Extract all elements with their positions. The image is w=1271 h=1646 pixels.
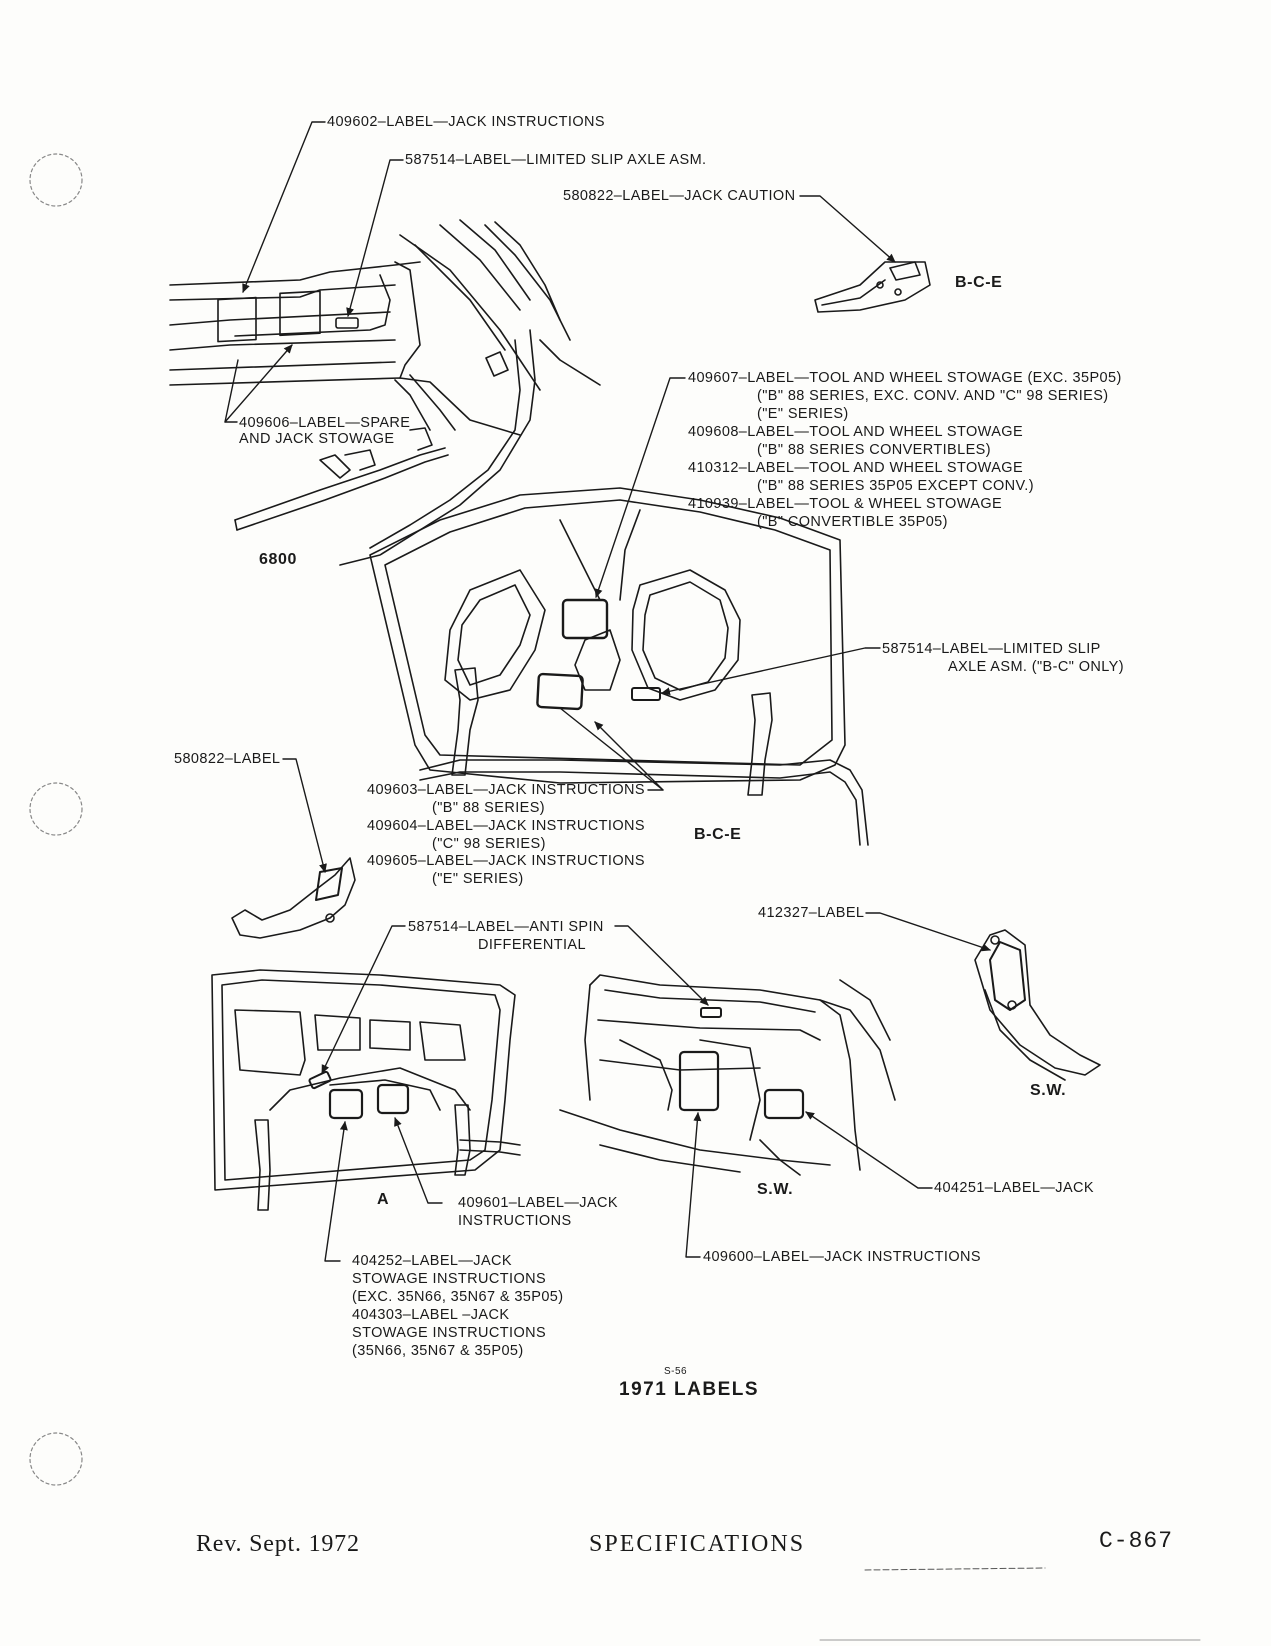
binder-holes xyxy=(29,153,83,1486)
jack-caution-part xyxy=(814,261,931,313)
callout-404252-line3: (EXC. 35N66, 35N67 & 35P05) xyxy=(352,1289,564,1305)
view-tag-bce-top: B-C-E xyxy=(955,274,1003,291)
callout-587514-anti-spin-line1: 587514–LABEL—ANTI SPIN xyxy=(408,919,604,935)
callout-580822: 580822–LABEL xyxy=(174,751,281,767)
callout-409606-line1: 409606–LABEL—SPARE xyxy=(239,415,411,431)
scan-marks xyxy=(819,1567,1201,1641)
leader-lines xyxy=(224,121,991,1262)
callout-404303-line2: STOWAGE INSTRUCTIONS xyxy=(352,1325,547,1341)
callout-587514-anti-spin-line2: DIFFERENTIAL xyxy=(478,937,586,953)
callout-409608-line2: ("B" 88 SERIES CONVERTIBLES) xyxy=(757,442,991,458)
footer-revision: Rev. Sept. 1972 xyxy=(196,1531,360,1557)
callout-409607-line3: ("E" SERIES) xyxy=(757,406,849,422)
view-tag-sw-mid: S.W. xyxy=(757,1181,794,1198)
callout-410312-line1: 410312–LABEL—TOOL AND WHEEL STOWAGE xyxy=(688,460,1024,476)
callout-587514-top: 587514–LABEL—LIMITED SLIP AXLE ASM. xyxy=(405,152,707,168)
callout-404252-line2: STOWAGE INSTRUCTIONS xyxy=(352,1271,547,1287)
callout-409602: 409602–LABEL—JACK INSTRUCTIONS xyxy=(327,114,605,130)
label-580822-part xyxy=(231,857,356,939)
callout-404303-line3: (35N66, 35N67 & 35P05) xyxy=(352,1343,524,1359)
callout-409604-line2: ("C" 98 SERIES) xyxy=(432,836,546,852)
callout-409600: 409600–LABEL—JACK INSTRUCTIONS xyxy=(703,1249,981,1265)
callout-409601-line1: 409601–LABEL—JACK xyxy=(458,1195,618,1211)
view-tag-a: A xyxy=(377,1191,390,1208)
callout-587514-mid-line2: AXLE ASM. ("B-C" ONLY) xyxy=(948,659,1124,675)
callout-409607-line2: ("B" 88 SERIES, EXC. CONV. AND "C" 98 SE… xyxy=(757,388,1109,404)
callout-587514-mid-line1: 587514–LABEL—LIMITED SLIP xyxy=(882,641,1101,657)
callout-409607-line1: 409607–LABEL—TOOL AND WHEEL STOWAGE (EXC… xyxy=(688,370,1122,386)
callout-404303-line1: 404303–LABEL –JACK xyxy=(352,1307,510,1323)
view-tag-6800: 6800 xyxy=(259,551,297,568)
callout-409608-line1: 409608–LABEL—TOOL AND WHEEL STOWAGE xyxy=(688,424,1024,440)
trunk-lid-bce xyxy=(369,487,869,846)
callout-410312-line2: ("B" 88 SERIES 35P05 EXCEPT CONV.) xyxy=(757,478,1034,494)
callout-409603-line1: 409603–LABEL—JACK INSTRUCTIONS xyxy=(367,782,645,798)
view-tag-bce-mid: B-C-E xyxy=(694,826,742,843)
figure-title: 1971 LABELS xyxy=(619,1379,760,1400)
callout-580822-caution: 580822–LABEL—JACK CAUTION xyxy=(563,188,796,204)
station-wagon-view xyxy=(559,974,896,1176)
callout-409605-line1: 409605–LABEL—JACK INSTRUCTIONS xyxy=(367,853,645,869)
callout-412327: 412327–LABEL xyxy=(758,905,865,921)
trunk-lid-a xyxy=(211,969,521,1211)
callout-409601-line2: INSTRUCTIONS xyxy=(458,1213,572,1229)
footer-section: SPECIFICATIONS xyxy=(589,1531,806,1557)
callout-409605-line2: ("E" SERIES) xyxy=(432,871,524,887)
callout-409603-line2: ("B" 88 SERIES) xyxy=(432,800,545,816)
callout-404252-line1: 404252–LABEL—JACK xyxy=(352,1253,512,1269)
trunk-view-6800 xyxy=(169,219,601,566)
callout-404251: 404251–LABEL—JACK xyxy=(934,1180,1094,1196)
view-tag-sw-right: S.W. xyxy=(1030,1082,1067,1099)
callout-410939-line2: ("B" CONVERTIBLE 35P05) xyxy=(757,514,948,530)
callout-409606-line2: AND JACK STOWAGE xyxy=(239,431,395,447)
callout-410939-line1: 410939–LABEL—TOOL & WHEEL STOWAGE xyxy=(688,496,1003,512)
footer-page-number: C-867 xyxy=(1099,1528,1174,1554)
figure-code: S-56 xyxy=(664,1366,688,1377)
label-412327-part xyxy=(974,929,1101,1081)
callout-409604-line1: 409604–LABEL—JACK INSTRUCTIONS xyxy=(367,818,645,834)
